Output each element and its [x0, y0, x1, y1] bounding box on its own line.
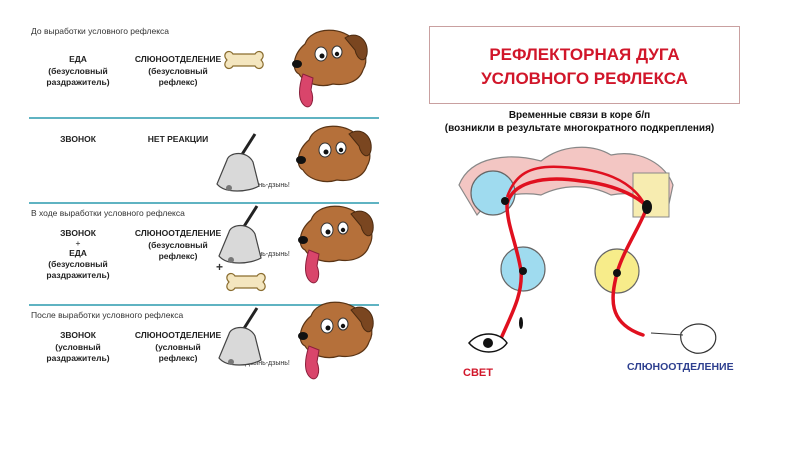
bell-icon — [215, 132, 261, 193]
title-box: РЕФЛЕКТОРНАЯ ДУГА УСЛОВНОГО РЕФЛЕКСА — [429, 26, 740, 104]
response-label: СЛЮНООТДЕЛЕНИЕ — [134, 228, 222, 238]
stimulus-label: ЕДА — [69, 54, 87, 64]
salivary-duct — [650, 332, 684, 336]
bell-sound-text: Дзынь-дзынь! — [245, 251, 290, 258]
salivary-gland-icon — [680, 323, 717, 354]
section-header-during: В ходе выработки условного рефлекса — [31, 208, 185, 218]
bone-icon — [226, 272, 266, 292]
subtitle-line-2: (возникли в результате многократного под… — [444, 123, 715, 134]
bell-icon — [217, 306, 263, 367]
response-label: СЛЮНООТДЕЛЕНИЕ — [134, 330, 222, 340]
response-label: (безусловный — [148, 66, 208, 76]
stimulus-label: (условный — [55, 342, 101, 352]
subtitle-line-1: Временные связи в коре б/п — [508, 110, 651, 121]
bell-sound-text: Дзынь-дзынь! — [245, 360, 290, 367]
response-label: СЛЮНООТДЕЛЕНИЕ — [134, 54, 222, 64]
response-label: НЕТ РЕАКЦИИ — [147, 134, 209, 144]
stimulus-plus: + — [75, 238, 81, 248]
response-label: (условный — [155, 342, 201, 352]
response-label: рефлекс) — [158, 77, 198, 87]
section-divider — [29, 117, 379, 119]
light-label: СВЕТ — [463, 367, 493, 379]
stimulus-label: (безусловный — [48, 66, 108, 76]
neuron-dot — [501, 197, 509, 205]
bone-icon — [224, 50, 264, 70]
stimulus-label: (безусловный — [48, 259, 108, 269]
neuron-dot — [613, 269, 621, 277]
neuron-dot — [642, 200, 652, 214]
response-label: рефлекс) — [158, 251, 198, 261]
stimulus-label: раздражитель) — [46, 77, 110, 87]
bell-icon — [217, 204, 263, 265]
plus-sign: + — [216, 260, 224, 274]
stimulus-label: ЕДА — [69, 248, 87, 258]
response-label: рефлекс) — [158, 353, 198, 363]
salivation-label: СЛЮНООТДЕЛЕНИЕ — [627, 361, 734, 373]
section-divider — [29, 202, 379, 204]
neuron-dot — [519, 267, 527, 275]
stimulus-label: ЗВОНОК — [60, 228, 96, 238]
tongue-icon — [305, 249, 320, 284]
eye-icon — [468, 333, 508, 353]
cortex-band — [458, 146, 674, 217]
temporary-connection-path — [505, 165, 647, 206]
illustrations — [215, 29, 374, 380]
stimulus-label: ЗВОНОК — [60, 330, 96, 340]
neuron-dot — [519, 317, 523, 329]
bell-sound-text: Дзынь-дзынь! — [245, 182, 290, 189]
section-header-before: До выработки условного рефлекса — [31, 26, 170, 36]
conditioning-stages-panel: До выработки условного рефлекса ЕДА (без… — [23, 14, 380, 400]
response-label: (безусловный — [148, 240, 208, 250]
title-line-1: РЕФЛЕКТОРНАЯ ДУГА — [489, 45, 680, 64]
section-divider — [29, 304, 379, 306]
tongue-icon — [305, 345, 320, 380]
stimulus-label: ЗВОНОК — [60, 134, 96, 144]
dog-icon — [295, 125, 372, 183]
title-line-2: УСЛОВНОГО РЕФЛЕКСА — [481, 69, 688, 88]
stimulus-label: раздражитель) — [46, 353, 110, 363]
tongue-icon — [299, 73, 314, 108]
reflex-arc-panel: РЕФЛЕКТОРНАЯ ДУГА УСЛОВНОГО РЕФЛЕКСА Вре… — [411, 15, 748, 401]
section-header-after: После выработки условного рефлекса — [31, 310, 184, 320]
reflex-arc-diagram — [458, 146, 717, 354]
stimulus-label: раздражитель) — [46, 270, 110, 280]
